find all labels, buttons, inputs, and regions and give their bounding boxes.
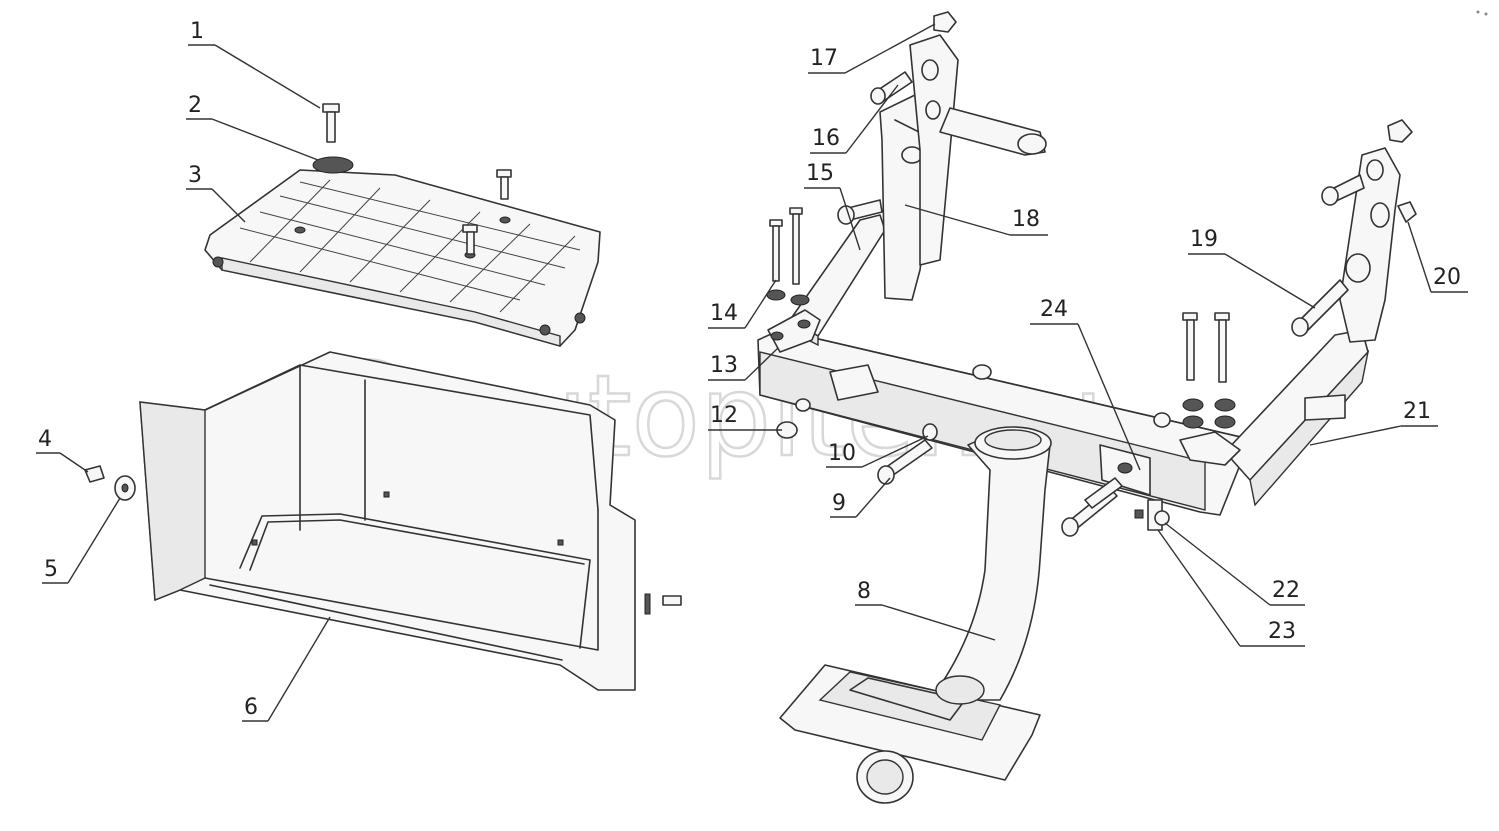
callout-17: 17 — [808, 23, 936, 74]
part-bolt-small-center — [462, 224, 478, 255]
part-bracket-small — [829, 364, 879, 401]
callout-20: 20 — [1407, 221, 1468, 293]
callout-13: 13 — [708, 347, 779, 381]
callout-label: 15 — [806, 161, 834, 186]
callout-16: 16 — [810, 84, 899, 154]
part-19-bolt — [1291, 174, 1365, 337]
callout-12: 12 — [708, 403, 782, 431]
part-17-nut — [933, 11, 957, 33]
part-8-tow-hook — [779, 426, 1052, 804]
callout-2: 2 — [186, 93, 319, 161]
part-6-side-clip — [644, 593, 682, 615]
part-14-bolts — [766, 207, 810, 306]
callout-label: 19 — [1190, 227, 1218, 252]
part-6-step-box — [139, 351, 636, 691]
callout-label: 5 — [44, 557, 58, 582]
callout-label: 9 — [832, 491, 846, 516]
part-3-step-plate — [204, 156, 601, 347]
callout-label: 4 — [38, 427, 52, 452]
callout-label: 13 — [710, 353, 738, 378]
callout-14: 14 — [708, 279, 777, 329]
callout-5: 5 — [42, 497, 121, 584]
callout-21: 21 — [1309, 399, 1438, 446]
part-16-bolt — [870, 71, 913, 105]
part-16-upper-plate — [909, 34, 959, 266]
callout-4: 4 — [36, 427, 89, 473]
part-bolts-lower — [1061, 477, 1123, 537]
callout-label: 2 — [188, 93, 202, 118]
callout-3: 3 — [186, 163, 246, 223]
part-20-right-bracket — [1339, 147, 1401, 343]
part-21-right-arm — [1224, 329, 1370, 507]
callout-label: 1 — [190, 19, 204, 44]
part-20-nut — [1387, 119, 1417, 223]
callout-18: 18 — [904, 204, 1048, 236]
part-12-nuts — [776, 364, 1171, 439]
callout-15: 15 — [804, 161, 861, 251]
part-22-23-clip — [1134, 499, 1170, 531]
corner-mark — [1476, 10, 1488, 16]
callout-label: 6 — [244, 695, 258, 720]
callout-23: 23 — [1157, 529, 1305, 647]
callout-9: 9 — [830, 477, 891, 518]
part-1-bolt — [322, 103, 340, 143]
callout-6: 6 — [242, 616, 331, 722]
part-tube-top — [939, 107, 1047, 156]
callout-10: 10 — [826, 435, 929, 468]
callout-label: 14 — [710, 301, 738, 326]
callout-label: 24 — [1040, 297, 1068, 322]
callout-label: 23 — [1268, 619, 1296, 644]
part-5-washer — [114, 475, 136, 501]
callout-label: 16 — [812, 126, 840, 151]
callout-label: 3 — [188, 163, 202, 188]
callout-label: 8 — [857, 579, 871, 604]
part-9-bolt — [877, 439, 933, 485]
part-right-bolts — [1179, 312, 1241, 466]
part-4-screw — [84, 465, 105, 483]
callout-label: 21 — [1403, 399, 1431, 424]
callout-label: 18 — [1012, 207, 1040, 232]
callout-label: 17 — [810, 46, 838, 71]
callout-8: 8 — [855, 579, 996, 641]
callout-label: 10 — [828, 441, 856, 466]
callout-1: 1 — [188, 19, 321, 109]
callout-label: 22 — [1272, 578, 1300, 603]
callout-22: 22 — [1164, 522, 1305, 606]
callout-19: 19 — [1188, 227, 1316, 309]
callout-label: 12 — [710, 403, 738, 428]
callout-label: 20 — [1433, 265, 1461, 290]
part-bolt-small-right — [496, 169, 512, 200]
callout-24: 24 — [1030, 297, 1141, 471]
